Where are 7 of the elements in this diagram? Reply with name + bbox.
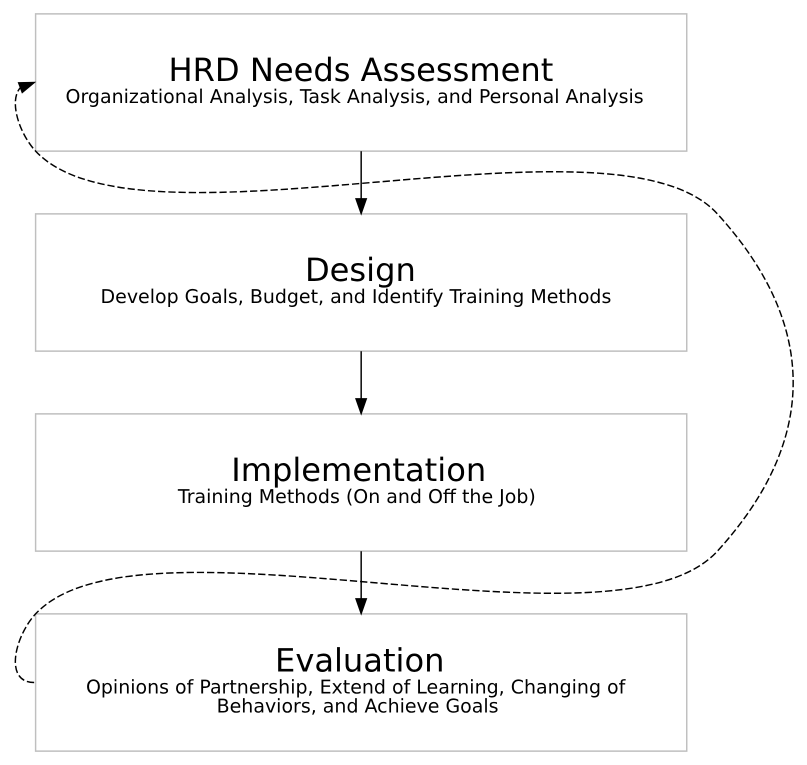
- node-box: Design Develop Goals, Budget, and Identify Training Methods: [34, 213, 687, 352]
- node-box: Implementation Training Methods (On and Off the Job): [34, 413, 687, 552]
- arrow: [354, 551, 367, 616]
- node-box: Evaluation Opinions of Partnership, Extend of Learning, Changing of Behaviors, and Achieve Goals: [34, 613, 687, 752]
- arrow: [354, 151, 367, 216]
- arrow: [354, 351, 367, 416]
- node-box: HRD Needs Assessment Organizational Analysis, Task Analysis, and Personal Analysis: [34, 13, 687, 152]
